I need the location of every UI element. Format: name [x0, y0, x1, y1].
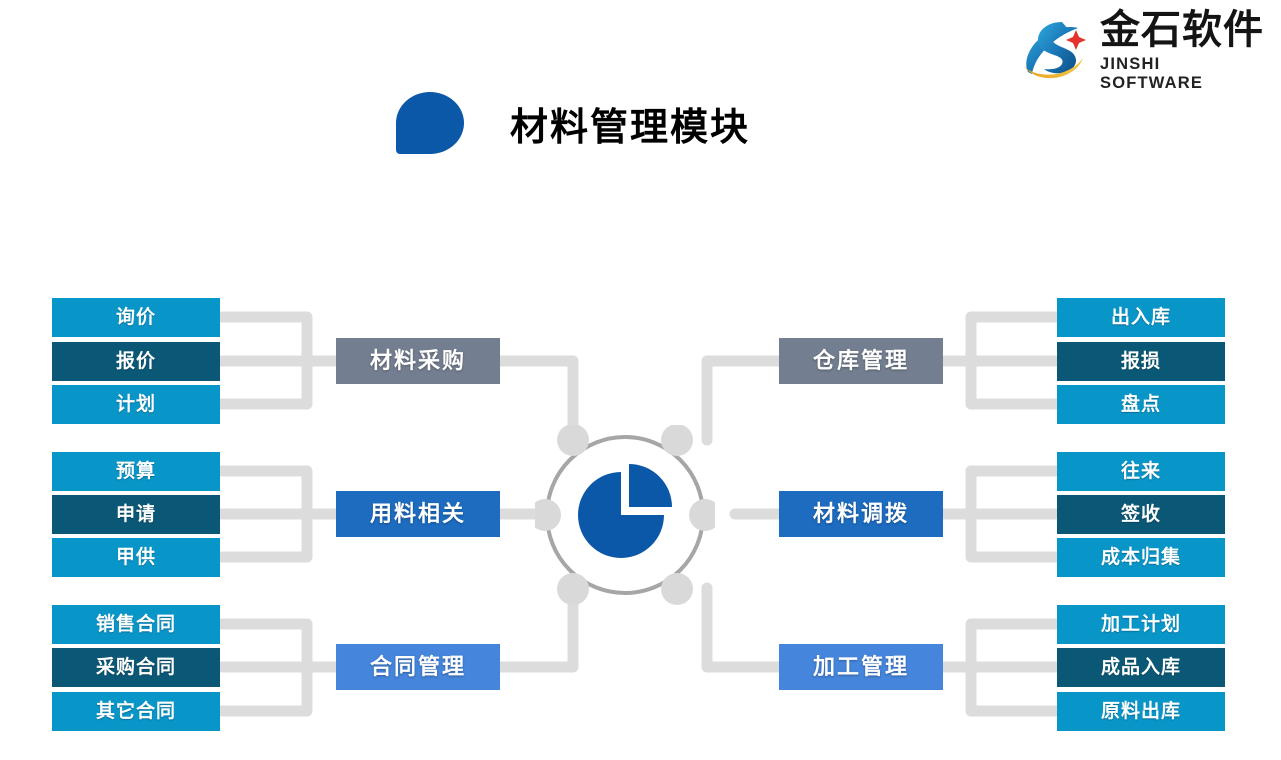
hub-node	[557, 424, 589, 456]
hub-node	[661, 573, 693, 605]
leaf-box[interactable]: 签收	[1057, 495, 1225, 534]
leaf-box[interactable]: 盘点	[1057, 385, 1225, 424]
page-title: 材料管理模块	[510, 106, 751, 149]
logo-name-cn: 金石软件	[1100, 7, 1264, 52]
category-box-material-transfer[interactable]: 材料调拨	[779, 491, 943, 537]
leaf-box[interactable]: 加工计划	[1057, 605, 1225, 644]
leaf-box[interactable]: 报价	[52, 342, 220, 381]
leaf-box[interactable]: 甲供	[52, 538, 220, 577]
leaf-box[interactable]: 原料出库	[1057, 692, 1225, 731]
leaf-box[interactable]: 其它合同	[52, 692, 220, 731]
hub-node	[557, 573, 589, 605]
category-box-processing-management[interactable]: 加工管理	[779, 644, 943, 690]
leaf-box[interactable]: 预算	[52, 452, 220, 491]
logo-wordmark: 金石软件 JINSHI SOFTWARE	[1100, 10, 1268, 93]
leaf-box[interactable]: 往来	[1057, 452, 1225, 491]
page-title-row: 材料管理模块	[396, 92, 750, 154]
leaf-box[interactable]: 申请	[52, 495, 220, 534]
jinshi-s-swoosh-logo-icon	[1018, 16, 1092, 86]
category-box-material-usage[interactable]: 用料相关	[336, 491, 500, 537]
leaf-box[interactable]: 销售合同	[52, 605, 220, 644]
category-box-warehouse-management[interactable]: 仓库管理	[779, 338, 943, 384]
company-logo: 金石软件 JINSHI SOFTWARE	[1018, 10, 1268, 92]
category-box-material-purchase[interactable]: 材料采购	[336, 338, 500, 384]
pie-chart-icon	[578, 464, 672, 558]
center-hub	[529, 424, 721, 605]
logo-name-en: JINSHI SOFTWARE	[1100, 54, 1204, 92]
category-box-contract-management[interactable]: 合同管理	[336, 644, 500, 690]
leaf-box[interactable]: 成本归集	[1057, 538, 1225, 577]
leaf-box[interactable]: 出入库	[1057, 298, 1225, 337]
leaf-box[interactable]: 询价	[52, 298, 220, 337]
hub-node	[661, 424, 693, 456]
leaf-box[interactable]: 报损	[1057, 342, 1225, 381]
hub-node	[529, 499, 561, 531]
hub-node	[689, 499, 721, 531]
teardrop-accent-icon	[396, 92, 464, 154]
leaf-box[interactable]: 采购合同	[52, 648, 220, 687]
leaf-box[interactable]: 计划	[52, 385, 220, 424]
leaf-box[interactable]: 成品入库	[1057, 648, 1225, 687]
